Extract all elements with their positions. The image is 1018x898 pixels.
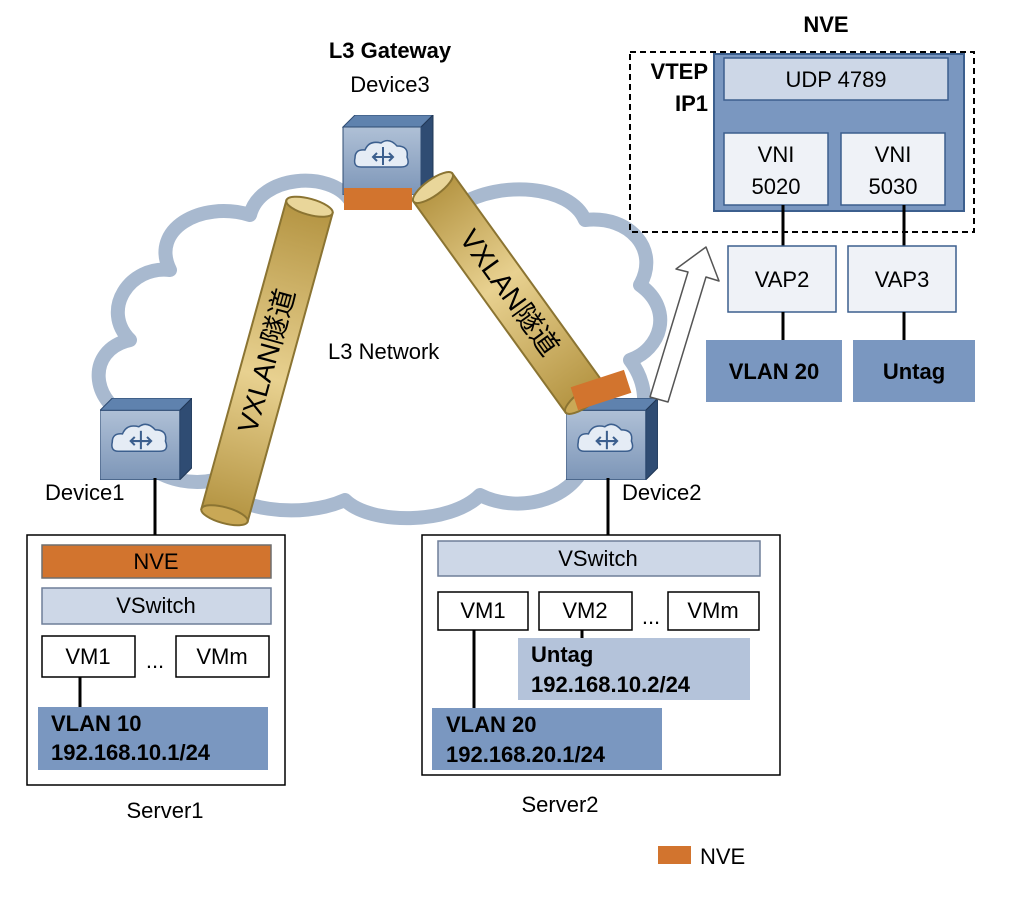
server1-vmm-label: VMm bbox=[196, 644, 247, 669]
vap2-label: VAP2 bbox=[755, 267, 810, 292]
vni-5020-box bbox=[723, 132, 829, 206]
vni-5030-label: VNI bbox=[875, 142, 912, 167]
server2-vm2-box bbox=[538, 591, 633, 631]
nve-vlan20-box bbox=[706, 340, 842, 402]
device3-nve-block bbox=[344, 188, 412, 210]
gateway-device-name: Device3 bbox=[350, 72, 429, 97]
device3-icon bbox=[342, 115, 434, 195]
device2-nve-block bbox=[570, 369, 632, 411]
udp-port-box bbox=[723, 57, 949, 101]
zoom-arrow bbox=[649, 246, 720, 403]
vni-5020-label: VNI bbox=[758, 142, 795, 167]
gateway-role-label: L3 Gateway bbox=[329, 38, 452, 63]
server2-vmm-box bbox=[667, 591, 760, 631]
vap3-label: VAP3 bbox=[875, 267, 930, 292]
server2-vlan20-box bbox=[432, 708, 662, 770]
server1-vm1-label: VM1 bbox=[65, 644, 110, 669]
vni-5020-id: 5020 bbox=[752, 174, 801, 199]
nve-detail-title: NVE bbox=[803, 12, 848, 37]
server2-untag-box bbox=[518, 638, 750, 700]
udp-port-label: UDP 4789 bbox=[785, 67, 886, 92]
server2-vswitch-label: VSwitch bbox=[558, 546, 637, 571]
server1-vmm-box bbox=[175, 635, 270, 678]
device2-name: Device2 bbox=[622, 480, 701, 505]
server1-vswitch-bar bbox=[41, 587, 272, 625]
nve-vlan20-label: VLAN 20 bbox=[729, 359, 819, 384]
legend-nve-swatch bbox=[658, 846, 691, 864]
device1-icon bbox=[100, 398, 192, 480]
server1-vlan10-ip: 192.168.10.1/24 bbox=[51, 740, 211, 765]
server1-vlan10-label: VLAN 10 bbox=[51, 711, 141, 736]
server2-vm-ellipsis: ... bbox=[642, 604, 660, 629]
vtep-ip-label: IP1 bbox=[675, 91, 708, 116]
vni-5030-box bbox=[840, 132, 946, 206]
server2-untag-label: Untag bbox=[531, 642, 593, 667]
vap3-box bbox=[847, 245, 957, 313]
nve-untag-label: Untag bbox=[883, 359, 945, 384]
server1-nve-label: NVE bbox=[133, 549, 178, 574]
server2-untag-ip: 192.168.10.2/24 bbox=[531, 672, 691, 697]
nve-detail-dashed-frame bbox=[629, 51, 975, 233]
server2-vm1-box bbox=[437, 591, 529, 631]
server2-vlan20-label: VLAN 20 bbox=[446, 712, 536, 737]
server2-vm2-label: VM2 bbox=[562, 598, 607, 623]
server2-name: Server2 bbox=[521, 792, 598, 817]
device1-name: Device1 bbox=[45, 480, 124, 505]
nve-untag-box bbox=[853, 340, 975, 402]
server1-nve-bar bbox=[41, 544, 272, 579]
server2-vlan20-ip: 192.168.20.1/24 bbox=[446, 742, 606, 767]
server1-vlan10-box bbox=[38, 707, 268, 770]
server1-name: Server1 bbox=[126, 798, 203, 823]
server2-vm1-label: VM1 bbox=[460, 598, 505, 623]
server2-vmm-label: VMm bbox=[687, 598, 738, 623]
server1-vm1-box bbox=[41, 635, 136, 678]
server1-vm-ellipsis: ... bbox=[146, 648, 164, 673]
vni-5030-id: 5030 bbox=[869, 174, 918, 199]
vtep-label: VTEP bbox=[651, 59, 708, 84]
server1-vswitch-label: VSwitch bbox=[116, 593, 195, 618]
legend-nve-label: NVE bbox=[700, 844, 745, 869]
l3-network-label: L3 Network bbox=[328, 339, 440, 364]
server2-vswitch-bar bbox=[437, 540, 761, 577]
